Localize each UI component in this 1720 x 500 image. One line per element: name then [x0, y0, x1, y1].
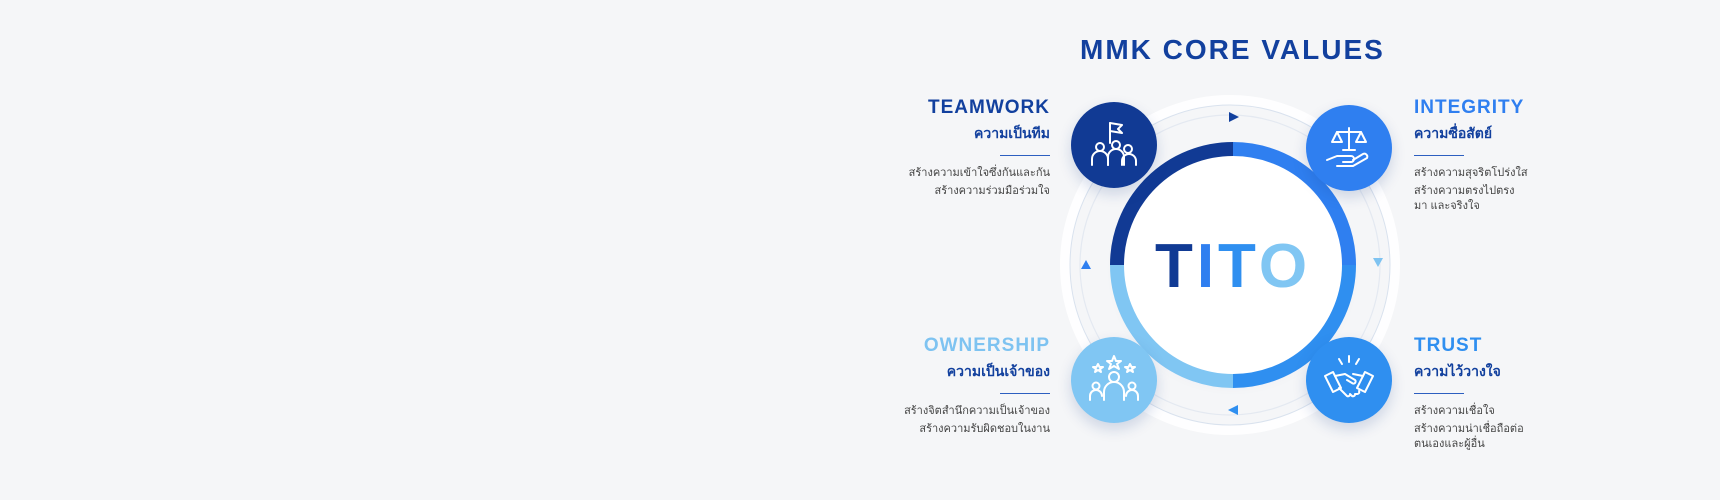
arrow-left-icon — [1081, 260, 1091, 269]
teamwork-heading: TEAMWORK — [928, 97, 1050, 118]
ownership-desc-1: สร้างจิตสำนึกความเป็นเจ้าของ — [904, 405, 1050, 417]
ownership-block: OWNERSHIP ความเป็นเจ้าของ สร้างจิตสำนึกค… — [880, 335, 1050, 440]
trust-block: TRUST ความไว้วางใจ สร้างความเชื่อใจ สร้า… — [1414, 335, 1584, 455]
teamwork-divider — [1000, 155, 1050, 156]
outer-glow-ring — [1060, 95, 1400, 435]
ownership-desc-2: สร้างความรับผิดชอบในงาน — [919, 423, 1050, 435]
trust-divider — [1414, 393, 1464, 394]
center-disc — [1125, 157, 1341, 373]
trust-thai: ความไว้วางใจ — [1414, 363, 1501, 379]
integrity-desc-2: สร้างความตรงไปตรงมา และจริงใจ — [1414, 185, 1515, 212]
teamwork-badge — [1071, 102, 1157, 188]
integrity-divider — [1414, 155, 1464, 156]
center-letter-t1: T — [1155, 232, 1197, 301]
integrity-desc-1: สร้างความสุจริตโปร่งใส — [1414, 167, 1528, 179]
trust-badge — [1306, 337, 1392, 423]
person-stars-icon — [1089, 355, 1139, 401]
ownership-divider — [1000, 393, 1050, 394]
arrow-right-icon — [1373, 258, 1383, 267]
trust-desc-2: สร้างความน่าเชื่อถือต่อ ตนเองและผู้อื่น — [1414, 423, 1524, 450]
team-flag-icon — [1091, 122, 1137, 166]
teamwork-desc-1: สร้างความเข้าใจซึ่งกันและกัน — [908, 167, 1050, 179]
teamwork-block: TEAMWORK ความเป็นทีม สร้างความเข้าใจซึ่ง… — [880, 97, 1050, 202]
center-letter-t2: T — [1218, 232, 1259, 301]
trust-desc-1: สร้างความเชื่อใจ — [1414, 405, 1495, 417]
scales-hand-icon — [1326, 127, 1369, 167]
trust-heading: TRUST — [1414, 335, 1483, 356]
center-letter-o: O — [1259, 232, 1311, 301]
handshake-icon — [1324, 355, 1374, 398]
page-title: MMK CORE VALUES — [1080, 34, 1385, 65]
arrow-bottom-icon — [1228, 405, 1238, 415]
segment-teamwork — [1110, 142, 1234, 266]
ownership-heading: OWNERSHIP — [923, 335, 1050, 356]
integrity-thai: ความซื่อสัตย์ — [1414, 125, 1493, 141]
segment-ownership — [1110, 264, 1234, 388]
svg-text:TITO: TITO — [1155, 232, 1311, 301]
ownership-thai: ความเป็นเจ้าของ — [946, 363, 1050, 379]
integrity-heading: INTEGRITY — [1414, 97, 1525, 118]
integrity-block: INTEGRITY ความซื่อสัตย์ สร้างความสุจริตโ… — [1414, 97, 1584, 217]
segment-integrity — [1232, 142, 1356, 266]
integrity-badge — [1306, 105, 1392, 191]
center-letter-i: I — [1197, 232, 1218, 301]
segment-trust — [1232, 264, 1356, 388]
outer-guide-ring-2 — [1069, 104, 1391, 426]
arrow-top-icon — [1229, 112, 1239, 122]
teamwork-thai: ความเป็นทีม — [973, 125, 1050, 141]
teamwork-desc-2: สร้างความร่วมมือร่วมใจ — [934, 185, 1050, 197]
ownership-badge — [1071, 337, 1157, 423]
